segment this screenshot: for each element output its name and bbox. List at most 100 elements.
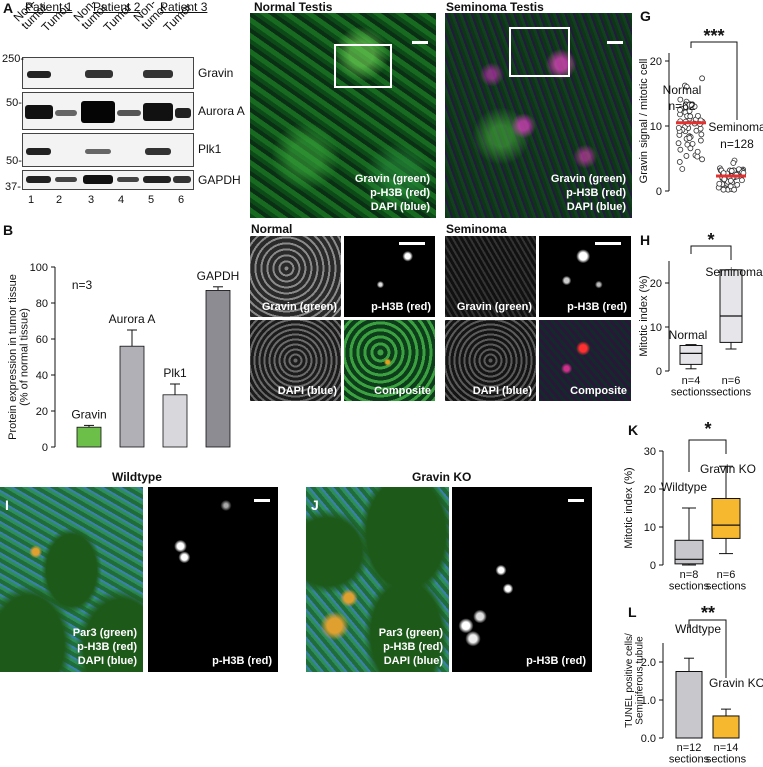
lane-number: 1 xyxy=(28,194,35,206)
mw-marker-250: 250- xyxy=(2,53,25,65)
f-tile-dapi: DAPI (blue) xyxy=(445,320,536,401)
data-point xyxy=(731,186,738,193)
overlay-gravin: Gravin (green) xyxy=(354,173,430,185)
y-tick-label: 100 xyxy=(30,262,48,274)
panel-d-micrograph: Gravin (green) p-H3B (red) DAPI (blue) xyxy=(445,13,632,218)
y-axis-label: Gravin signal / mitotic cell xyxy=(638,59,650,184)
y-tick-label: 2.0 xyxy=(641,657,656,669)
data-point xyxy=(676,159,683,165)
data-point xyxy=(679,166,686,172)
panel-c-title: Normal Testis xyxy=(254,0,333,14)
y-tick-label: 30 xyxy=(644,446,656,458)
panel-letter-a: A xyxy=(3,0,14,16)
mw-marker-50a: 50- xyxy=(6,97,22,109)
significance-bracket xyxy=(690,245,732,260)
blot-plk1 xyxy=(22,133,194,167)
patient-1-label: Patient 1 xyxy=(25,0,73,14)
overlay-gravin: Gravin (green) xyxy=(550,173,626,185)
data-point xyxy=(716,180,723,187)
data-point xyxy=(730,160,737,166)
significance: *** xyxy=(703,26,724,46)
data-point xyxy=(720,186,727,193)
bar xyxy=(76,426,102,448)
panel-c-micrograph: Gravin (green) p-H3B (red) DAPI (blue) xyxy=(250,13,436,218)
panel-d-title: Seminoma Testis xyxy=(446,0,544,14)
panel-letter-l: L xyxy=(628,604,637,620)
panel-i-micrograph: I Par3 (green) p-H3B (red) DAPI (blue) xyxy=(0,487,143,672)
y-axis-label: TUNEL positive cells/Seminiferous tubule xyxy=(624,633,646,728)
scale-bar xyxy=(399,242,425,245)
y-axis-label-line: Seminiferous tubule xyxy=(635,636,646,725)
e-tile-gravin: Gravin (green) xyxy=(250,236,341,317)
x-category-label-line: n=4 xyxy=(682,375,701,387)
overlay-dapi: DAPI (blue) xyxy=(566,201,626,213)
overlay-dapi: DAPI (blue) xyxy=(370,201,430,213)
data-point xyxy=(675,124,682,131)
box xyxy=(719,269,743,343)
panel-letter-i: I xyxy=(5,497,9,513)
y-tick-label: 10 xyxy=(650,322,662,334)
x-category-label-line: n=6 xyxy=(722,375,741,387)
data-point xyxy=(677,106,683,113)
panel-i-title: Wildtype xyxy=(112,470,162,484)
significance-bracket xyxy=(688,439,727,472)
data-point xyxy=(686,135,693,141)
y-axis-label-line: Protein expression in tumor tissue xyxy=(7,274,19,440)
data-point xyxy=(675,140,682,147)
f-tile-gravin: Gravin (green) xyxy=(445,236,536,317)
panel-letter-h: H xyxy=(640,232,651,248)
x-category-label-line: sections xyxy=(671,387,712,399)
right-label: p-H3B (red) xyxy=(526,655,586,667)
box xyxy=(679,344,703,365)
y-tick-label: 0 xyxy=(656,186,662,198)
group-label: Seminoma xyxy=(708,120,763,134)
x-category-label-line: n=12 xyxy=(677,742,702,754)
y-tick-label: 10 xyxy=(650,121,662,133)
protein-label-gravin: Gravin xyxy=(198,66,234,80)
group-n: n=128 xyxy=(720,137,754,151)
data-point xyxy=(695,112,701,119)
e-tile-ph3b: p-H3B (red) xyxy=(344,236,435,317)
data-point xyxy=(677,146,684,153)
overlay-ph3b: p-H3B (red) xyxy=(77,641,137,653)
tile-label: Composite xyxy=(374,385,431,397)
x-category-label-line: n=14 xyxy=(714,742,739,754)
y-axis-label: Mitotic index (%) xyxy=(638,275,650,356)
significance: ** xyxy=(701,604,715,623)
overlay-ph3b: p-H3B (red) xyxy=(383,641,443,653)
data-point xyxy=(694,148,701,155)
y-tick-label: 20 xyxy=(650,56,662,68)
patient-2-label: Patient 2 xyxy=(93,0,141,14)
right-label: p-H3B (red) xyxy=(212,655,272,667)
tile-label: DAPI (blue) xyxy=(277,385,337,397)
data-point xyxy=(694,153,701,160)
bar xyxy=(712,715,740,739)
x-category-label-line: sections xyxy=(706,581,747,593)
bar xyxy=(119,345,145,448)
y-tick-label: 0.0 xyxy=(641,733,656,745)
data-point xyxy=(683,83,690,90)
panel-f-title: Seminoma xyxy=(446,222,507,236)
overlay-dapi: DAPI (blue) xyxy=(383,655,443,667)
panel-j-title: Gravin KO xyxy=(412,470,472,484)
data-point xyxy=(699,156,705,163)
panel-e-title: Normal xyxy=(251,222,293,236)
group-n: n=62 xyxy=(668,99,695,113)
x-category-label-line: sections xyxy=(669,754,710,766)
zoom-box xyxy=(334,44,392,88)
y-tick-label: 0 xyxy=(42,442,48,454)
group-label: Wildtype xyxy=(661,480,707,494)
x-category-label-line: sections xyxy=(706,754,747,766)
panel-letter-k: K xyxy=(628,422,639,438)
box xyxy=(674,539,704,565)
bar xyxy=(205,290,231,448)
tile-label: p-H3B (red) xyxy=(567,301,627,313)
data-point xyxy=(727,177,734,184)
y-tick-label: 0 xyxy=(656,366,662,378)
